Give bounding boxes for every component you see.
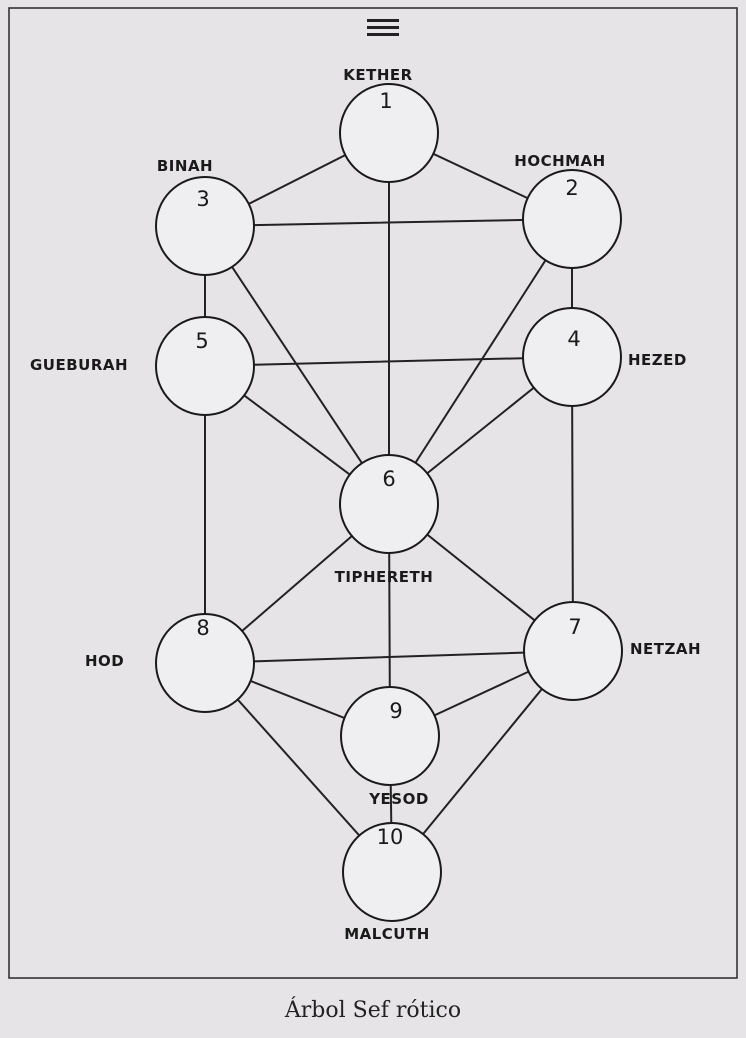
- sefira-number: 8: [196, 616, 209, 640]
- sefira-name: HOD: [85, 652, 124, 670]
- sefira-circle: [523, 601, 623, 701]
- sefira-name: KETHER: [343, 66, 412, 84]
- sefira-name: TIPHERETH: [335, 568, 434, 586]
- sefira-circle: [155, 176, 255, 276]
- sefira-name: NETZAH: [630, 640, 701, 658]
- sefira-circle: [339, 454, 439, 554]
- sefira-number: 6: [382, 467, 395, 491]
- sefira-name: MALCUTH: [344, 925, 430, 943]
- sefira-number: 3: [196, 187, 209, 211]
- sefira-circle: [339, 83, 439, 183]
- hamburger-icon: [367, 19, 399, 36]
- sefira-name: HEZED: [628, 351, 687, 369]
- sefira-name: GUEBURAH: [30, 356, 128, 374]
- diagram-frame: [8, 7, 738, 979]
- sefira-number: 7: [568, 615, 581, 639]
- path-hod-netzah: [204, 650, 574, 664]
- sefira-number: 4: [567, 327, 580, 351]
- sefira-hochmah: 2 HOCHMAH: [514, 152, 622, 269]
- sefira-name: YESOD: [368, 790, 429, 808]
- path-gueburah-hezed: [204, 356, 573, 367]
- path-binah-hochmah: [204, 218, 573, 227]
- sefira-circle: [342, 822, 442, 922]
- sefira-name: HOCHMAH: [514, 152, 605, 170]
- sefira-number: 9: [389, 699, 402, 723]
- sefira-circle: [522, 307, 622, 407]
- sefira-circle: [155, 316, 255, 416]
- sefira-circle: [340, 686, 440, 786]
- sefira-number: 5: [195, 329, 208, 353]
- path-binah-tiphereth: [204, 225, 390, 505]
- sefira-circle: [155, 613, 255, 713]
- diagram-caption: Árbol Sef rótico: [284, 998, 462, 1023]
- sefira-number: 2: [565, 176, 578, 200]
- sefira-number: 10: [377, 825, 404, 849]
- sefira-binah: 3 BINAH: [155, 157, 255, 276]
- sefira-circle: [522, 169, 622, 269]
- sefira-number: 1: [379, 89, 392, 113]
- sefira-name: BINAH: [157, 157, 213, 175]
- path-hochmah-tiphereth: [388, 218, 573, 505]
- sefira-kether: 1 KETHER: [339, 66, 439, 183]
